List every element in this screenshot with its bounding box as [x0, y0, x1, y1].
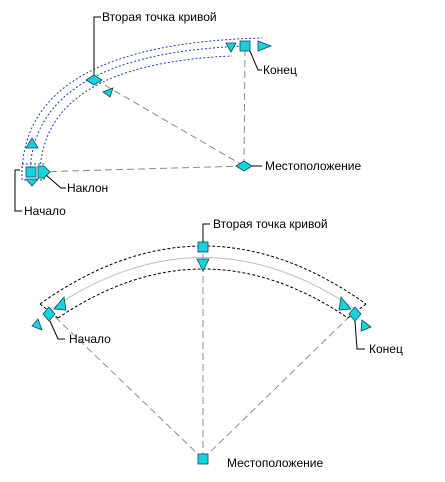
bottom-label-start: Начало [69, 332, 111, 346]
bottom-radius-line-start [49, 311, 204, 460]
top-radius-line-end [243, 45, 246, 167]
bottom-end-grip[interactable] [348, 306, 362, 322]
bottom-second-point-grip[interactable] [197, 241, 209, 253]
top-radius-line-start [34, 165, 245, 173]
top-label-location: Местоположение [265, 159, 361, 173]
bottom-diagram: Вторая точка кривой Начало Конец Местопо… [31, 217, 403, 470]
bottom-mid-width-grip[interactable] [196, 258, 210, 272]
bottom-leader-start [49, 320, 65, 340]
top-end-arrow-grip[interactable] [257, 40, 273, 52]
bottom-wall-centerline [47, 257, 359, 312]
bottom-label-end: Конец [369, 342, 403, 356]
top-wall-inner-edge [39, 55, 233, 173]
top-leader-second-point [93, 16, 101, 75]
bottom-start-arrow-grip[interactable] [31, 318, 43, 331]
top-wall-outer-edge [21, 37, 263, 173]
top-label-end: Конец [263, 63, 297, 77]
top-label-second-point: Вторая точка кривой [102, 10, 217, 24]
top-start-grip[interactable] [25, 166, 37, 178]
bottom-end-arrow-grip[interactable] [360, 319, 372, 332]
bottom-start-width-grip[interactable] [53, 296, 67, 311]
top-start-width-grip-lower[interactable] [25, 178, 39, 187]
top-end-width-grip[interactable] [225, 42, 237, 53]
top-end-grip[interactable] [239, 40, 251, 52]
top-diagram: Вторая точка кривой Конец Местоположение… [14, 10, 361, 218]
top-label-slope: Наклон [67, 181, 108, 195]
bottom-start-grip[interactable] [42, 306, 56, 322]
top-leader-slope [45, 174, 66, 189]
bottom-leader-second-point [202, 223, 210, 242]
top-label-start: Начало [24, 204, 66, 218]
top-leader-end [249, 50, 262, 71]
top-radius-line-mid [95, 79, 245, 167]
bottom-label-second-point: Вторая точка кривой [213, 217, 328, 231]
top-slope-grip[interactable] [37, 165, 51, 179]
bottom-end-width-grip[interactable] [338, 296, 352, 311]
bottom-location-grip[interactable] [197, 453, 209, 465]
top-start-width-grip[interactable] [25, 137, 39, 149]
top-leader-start [14, 169, 22, 212]
bottom-radius-line-end [202, 311, 355, 460]
top-wall-centerline [29, 45, 246, 173]
top-mid-width-grip[interactable] [102, 87, 114, 98]
bottom-leader-end [354, 320, 365, 350]
top-second-point-grip[interactable] [85, 74, 103, 86]
bottom-label-location: Местоположение [227, 456, 323, 470]
